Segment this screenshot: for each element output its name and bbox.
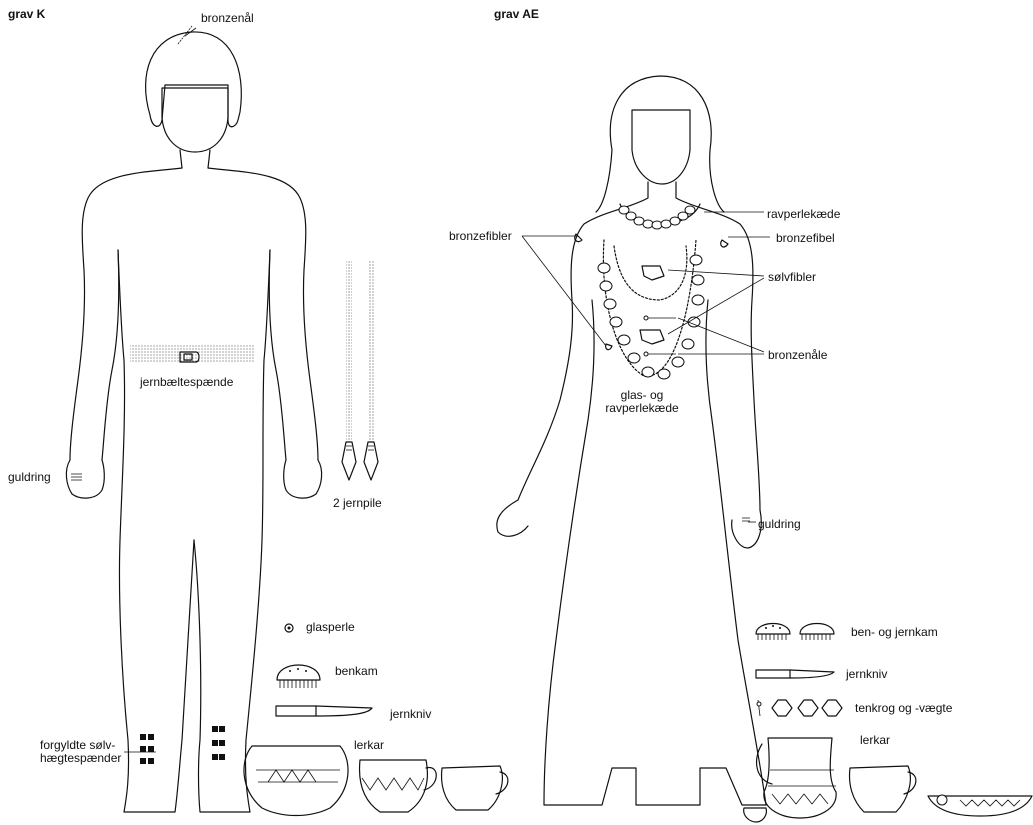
ring-icon bbox=[71, 474, 82, 480]
bronze-pin-icon bbox=[644, 316, 676, 356]
arrows-icon bbox=[342, 260, 378, 480]
label-silver-fibulae: sølvfibler bbox=[768, 271, 816, 284]
label-spindle: tenkrog og -vægte bbox=[855, 702, 952, 715]
amber-necklace-icon bbox=[619, 204, 700, 229]
ring-icon bbox=[742, 518, 750, 521]
comb-icon bbox=[756, 624, 834, 641]
grave-ae-title: grav AE bbox=[494, 8, 539, 21]
grave-k-title: grav K bbox=[8, 8, 45, 21]
glass-bead-icon bbox=[285, 624, 293, 632]
label-bone-comb: benkam bbox=[335, 665, 378, 678]
label-bronze-fibula: bronzefibel bbox=[776, 232, 835, 245]
label-pots-left: lerkar bbox=[354, 739, 384, 752]
female-figure-icon bbox=[497, 76, 766, 805]
label-gold-ring-right: guldring bbox=[758, 518, 801, 531]
label-pots-right: lerkar bbox=[860, 734, 890, 747]
male-figure-icon bbox=[66, 32, 321, 812]
knife-icon bbox=[276, 706, 372, 716]
label-iron-knife-right: jernkniv bbox=[846, 668, 887, 681]
leader-lines bbox=[124, 212, 770, 752]
pot-icon bbox=[744, 738, 1032, 822]
label-glass-bead: glasperle bbox=[306, 621, 355, 634]
comb-icon bbox=[277, 665, 320, 688]
label-iron-knife-left: jernkniv bbox=[390, 708, 431, 721]
label-bronze-pin: bronzenål bbox=[201, 12, 254, 25]
label-bronze-pins: bronzenåle bbox=[768, 349, 827, 362]
long-necklace-icon bbox=[598, 240, 704, 379]
label-iron-belt-buckle: jernbæltespænde bbox=[140, 376, 233, 389]
label-hook-clasps: forgyldte sølv- hægtespænder bbox=[40, 739, 130, 765]
pot-icon bbox=[244, 746, 508, 816]
fibula-icon bbox=[575, 234, 728, 350]
knife-icon bbox=[756, 670, 834, 678]
bronze-pin-icon bbox=[178, 26, 192, 44]
label-combs: ben- og jernkam bbox=[851, 626, 938, 639]
label-iron-arrows: 2 jernpile bbox=[333, 497, 382, 510]
label-amber-necklace: ravperlekæde bbox=[767, 208, 840, 221]
label-gold-ring-left: guldring bbox=[8, 471, 51, 484]
spindle-weights-icon bbox=[757, 700, 842, 716]
label-bronze-fibulae: bronzefibler bbox=[449, 230, 512, 243]
label-glass-amber-necklace: glas- og ravperlekæde bbox=[604, 389, 680, 415]
